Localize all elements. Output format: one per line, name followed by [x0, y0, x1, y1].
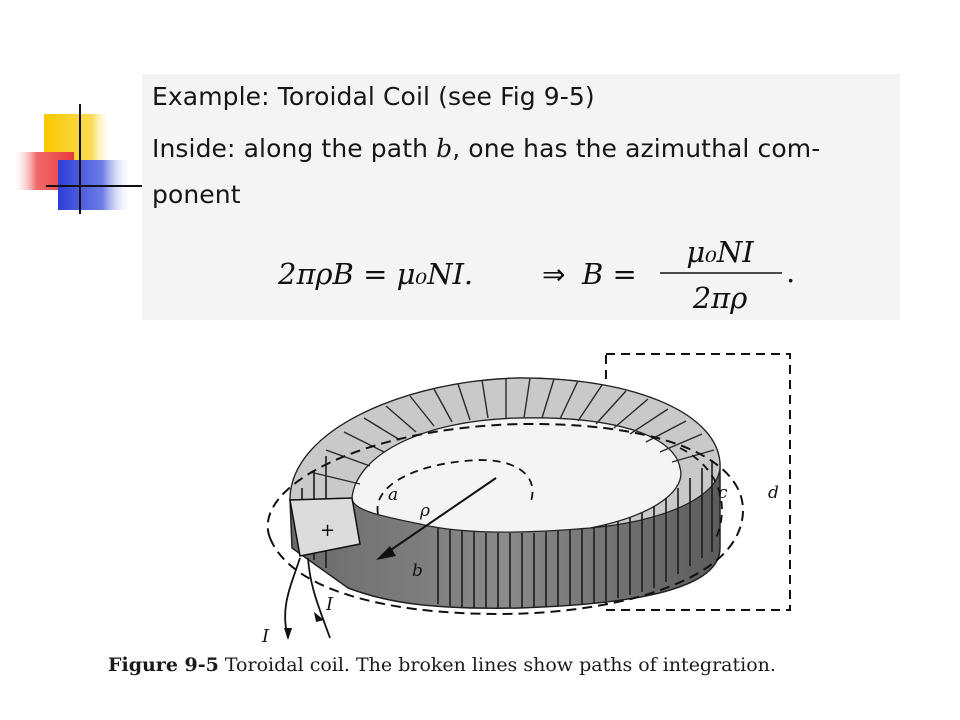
- current-arrow-2: [314, 612, 324, 622]
- slide-title: Example: Toroidal Coil (see Fig 9-5): [152, 82, 595, 111]
- toroid-body: +: [289, 377, 721, 609]
- label-a: a: [388, 485, 398, 505]
- slide-decoration: [12, 104, 142, 214]
- body-line-1-b: , one has the azimuthal com-: [452, 134, 821, 163]
- body-line-2: ponent: [152, 180, 241, 209]
- current-wire-1: [284, 557, 301, 639]
- label-rho: ρ: [419, 501, 430, 521]
- path-c-dashed: [679, 447, 723, 539]
- toroidal-coil-figure: + a ρ b c d I I: [261, 353, 791, 647]
- cross-symbol: +: [320, 520, 335, 541]
- equation-rhs: B =: [581, 257, 637, 291]
- radius-arrowhead: [376, 546, 396, 560]
- equation-numerator: μ₀NI: [686, 235, 754, 269]
- path-b-dashed: [266, 422, 744, 616]
- equation-lhs: 2πρB = μ₀NI.: [277, 257, 473, 291]
- text-panel: Example: Toroidal Coil (see Fig 9-5) Ins…: [142, 74, 900, 320]
- label-b: b: [412, 561, 423, 581]
- body-line-1-a: Inside: along the path: [152, 134, 437, 163]
- label-current-1: I: [261, 626, 270, 647]
- equation-implies: ⇒: [542, 258, 565, 291]
- body-line-1: Inside: along the path b, one has the az…: [152, 134, 820, 163]
- equation-denominator: 2πρ: [692, 281, 748, 315]
- label-d: d: [768, 483, 779, 503]
- toroid-inner-hole: [351, 417, 682, 533]
- caption-text: Toroidal coil. The broken lines show pat…: [224, 654, 776, 676]
- path-variable: b: [436, 134, 453, 163]
- equation-period: .: [786, 255, 795, 289]
- label-c: c: [718, 483, 728, 503]
- radius-arrow: [381, 477, 497, 557]
- label-current-2: I: [325, 594, 334, 615]
- current-arrow-1: [284, 628, 292, 640]
- coil-cross-section: [289, 497, 361, 557]
- path-a-dashed: [376, 459, 534, 515]
- equation: 2πρB = μ₀NI. ⇒ B = μ₀NI 2πρ .: [277, 235, 795, 315]
- current-wire-2: [307, 557, 331, 639]
- caption-label: Figure 9-5: [108, 654, 219, 676]
- coil-top-windings: [309, 377, 715, 485]
